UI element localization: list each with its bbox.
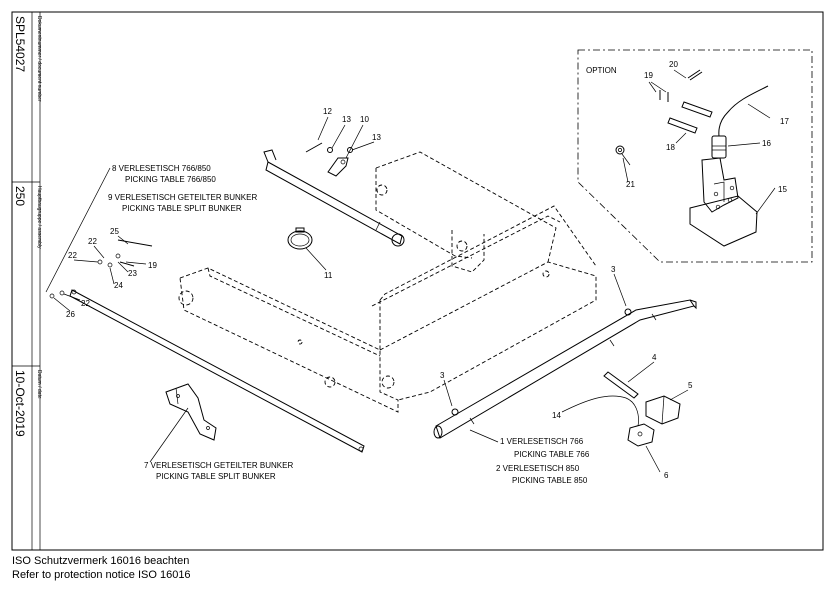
callout-11: 11 xyxy=(324,271,333,280)
small-hardware xyxy=(49,239,153,299)
caption-9-de: 9 VERLESETISCH GETEILTER BUNKER xyxy=(108,193,257,202)
caption-7-en: PICKING TABLE SPLIT BUNKER xyxy=(156,472,276,481)
callout-25: 25 xyxy=(110,227,119,236)
part-5-block xyxy=(645,395,681,425)
callout-6: 6 xyxy=(664,471,669,480)
tie-rod xyxy=(69,289,365,453)
callout-16: 16 xyxy=(762,139,771,148)
caption-1-de: 1 VERLESETISCH 766 xyxy=(500,437,584,446)
callout-19-option: 19 xyxy=(644,71,653,80)
callout-19-main: 19 xyxy=(148,261,157,270)
callout-17: 17 xyxy=(780,117,789,126)
callout-5: 5 xyxy=(688,381,693,390)
part-16-sensor xyxy=(711,85,769,159)
option-label: OPTION xyxy=(586,66,617,75)
callout-13-right: 13 xyxy=(372,133,381,142)
caption-1-en: PICKING TABLE 766 xyxy=(514,450,590,459)
callout-3-right: 3 xyxy=(611,265,616,274)
callout-12: 12 xyxy=(323,107,332,116)
protection-notice-en: Refer to protection notice ISO 16016 xyxy=(12,569,191,581)
callout-24: 24 xyxy=(114,281,123,290)
part-18-plates xyxy=(667,101,713,134)
assembly-number: 250 xyxy=(13,186,27,206)
part-7-bracket xyxy=(165,383,217,441)
doc-number: SPL54027 xyxy=(13,16,27,72)
part-19-20-pins xyxy=(659,69,703,102)
callout-23: 23 xyxy=(128,269,137,278)
callout-18: 18 xyxy=(666,143,675,152)
protection-notice-de: ISO Schutzvermerk 16016 beachten xyxy=(12,555,190,567)
callout-3-left: 3 xyxy=(440,371,445,380)
callout-13-left: 13 xyxy=(342,115,351,124)
callout-4: 4 xyxy=(652,353,657,362)
caption-8-en: PICKING TABLE 766/850 xyxy=(125,175,216,184)
part-15-bracket xyxy=(689,157,758,247)
caption-7-de: 7 VERLESETISCH GETEILTER BUNKER xyxy=(144,461,293,470)
part-14-cable xyxy=(561,395,639,427)
part-3-washer-b xyxy=(451,408,459,416)
picking-table-bar xyxy=(433,299,697,439)
callout-22-a: 22 xyxy=(88,237,97,246)
part-4-link xyxy=(603,371,639,399)
assembly-label: Hauptbaugruppe / assembly xyxy=(36,186,42,249)
callout-26: 26 xyxy=(66,310,75,319)
sheet-border xyxy=(11,11,824,551)
date-label: Datum / date xyxy=(36,370,42,399)
callout-15: 15 xyxy=(778,185,787,194)
callout-14: 14 xyxy=(552,411,561,420)
callout-22-c: 22 xyxy=(81,299,90,308)
callout-20: 20 xyxy=(669,60,678,69)
caption-9-en: PICKING TABLE SPLIT BUNKER xyxy=(122,204,242,213)
date-value: 10-Oct-2019 xyxy=(13,370,27,437)
callout-22-b: 22 xyxy=(68,251,77,260)
callout-10: 10 xyxy=(360,115,369,124)
doc-number-label: Dokumentnummer / document number xyxy=(36,16,42,102)
part-3-washer-a xyxy=(624,308,632,316)
hydraulic-cylinder xyxy=(263,142,405,247)
caption-8-de: 8 VERLESETISCH 766/850 xyxy=(112,164,211,173)
caption-2-de: 2 VERLESETISCH 850 xyxy=(496,464,580,473)
caption-2-en: PICKING TABLE 850 xyxy=(512,476,588,485)
part-21-nut xyxy=(615,145,631,166)
part-11-clamp xyxy=(287,227,313,250)
option-box xyxy=(577,49,813,263)
part-6-block xyxy=(627,423,655,447)
frame-dashed-outline xyxy=(178,151,597,413)
callout-21: 21 xyxy=(626,180,635,189)
